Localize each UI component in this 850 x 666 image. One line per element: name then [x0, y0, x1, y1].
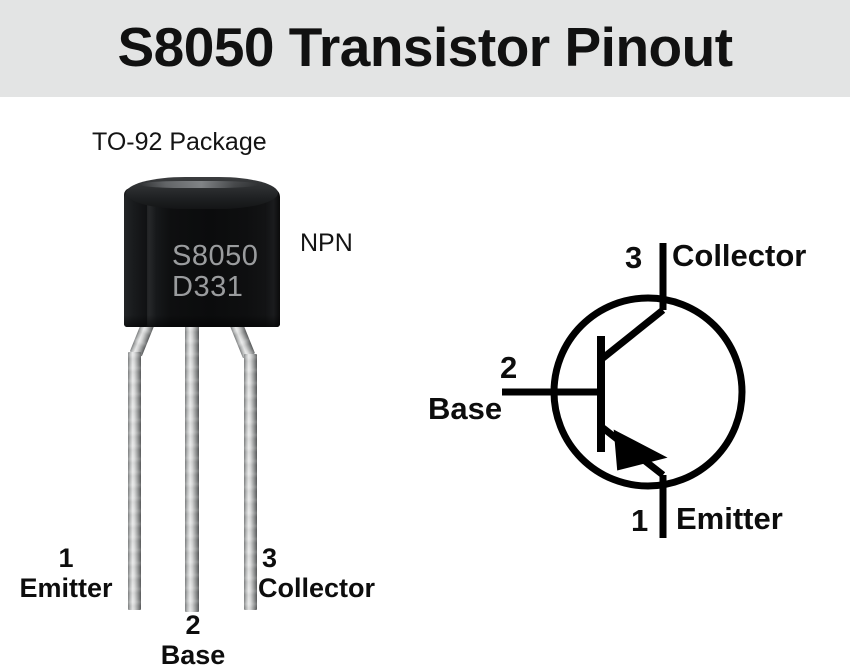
callout-pin-1-emitter: 1 Emitter: [6, 543, 126, 604]
schematic-emitter-number: 1: [631, 503, 649, 538]
collector-diagonal: [600, 307, 666, 361]
schematic-emitter-label: Emitter: [676, 501, 783, 536]
package-type-label: TO-92 Package: [92, 128, 267, 156]
lead-pin-2-base: [185, 312, 199, 612]
package-body: S8050 D331: [124, 177, 280, 327]
package-right-edge: [266, 191, 280, 327]
callout-pin-1-name: Emitter: [19, 573, 113, 603]
package-marking-part-number: S8050: [172, 240, 259, 272]
schematic-base-label: Base: [428, 391, 503, 426]
package-marking-date-code: D331: [172, 271, 244, 303]
schematic-base-number: 2: [500, 350, 518, 385]
callout-pin-2-base: 2 Base: [133, 610, 253, 666]
schematic-collector-label: Collector: [672, 238, 807, 273]
emitter-arrowhead: [613, 429, 668, 471]
header-band: [0, 0, 850, 97]
callout-pin-3-number: 3: [262, 543, 278, 573]
package-top-face: [126, 177, 278, 209]
package-polarity-label: NPN: [300, 229, 353, 257]
lead-pin-1-emitter-lower: [128, 352, 141, 610]
package-bottom-shadow: [124, 315, 280, 327]
schematic-collector-number: 3: [625, 240, 643, 275]
npn-schematic-symbol: [420, 225, 850, 555]
page-title: S8050 Transistor Pinout: [117, 16, 733, 78]
npn-symbol-svg: [502, 243, 746, 538]
callout-pin-3-name: Collector: [258, 573, 376, 603]
package-left-edge: [124, 191, 147, 327]
package-front-face: [124, 188, 280, 327]
callout-pin-3-collector: 3 Collector: [258, 543, 408, 604]
callout-pin-2-name: Base: [160, 640, 226, 666]
package-top-highlight: [140, 181, 258, 188]
callout-pin-1-number: 1: [58, 543, 74, 573]
callout-pin-2-number: 2: [185, 610, 201, 640]
lead-pin-3-collector-lower: [244, 354, 257, 610]
transistor-photo: S8050 D331: [100, 160, 330, 620]
